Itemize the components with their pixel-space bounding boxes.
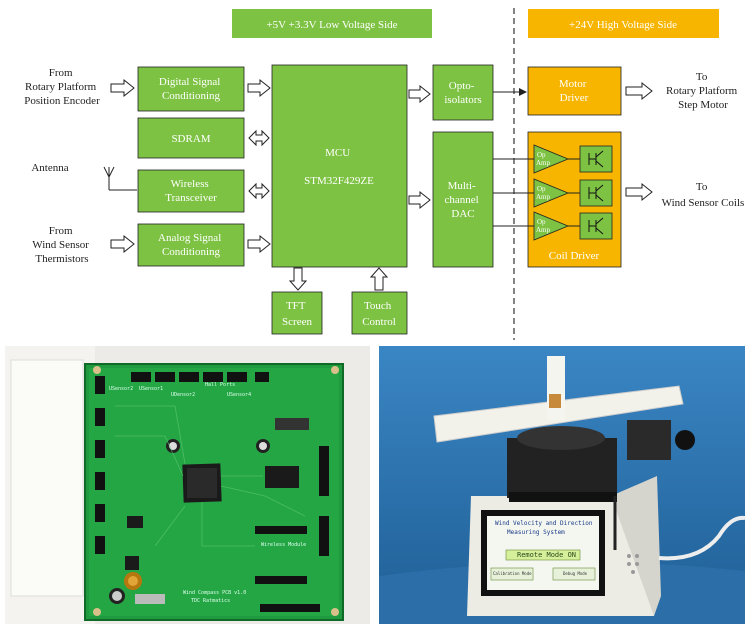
- lcd-title-line-1: Wind Velocity and Direction: [495, 520, 593, 527]
- coil-output-label: To Wind Sensor Coils: [662, 181, 745, 209]
- transistor-icon: [588, 184, 604, 202]
- coil-driver-label: Coil Driver: [549, 250, 600, 262]
- dac-block: [432, 131, 494, 268]
- opamp-icon: [533, 144, 570, 174]
- device-photo: Wind Velocity and Direction Measuring Sy…: [379, 346, 745, 624]
- wireless-label: Wireless Transceiver: [165, 178, 217, 204]
- motor-driver-block: [527, 66, 622, 116]
- silkscreen-text: USensor1: [139, 386, 164, 392]
- mcu-block: [271, 64, 408, 268]
- lcd-debug-button: Debug Mode: [563, 571, 588, 576]
- dac-label: Multi- channel DAC: [445, 180, 482, 220]
- touch-label: Touch Control: [362, 300, 396, 328]
- touch-block: [351, 291, 408, 335]
- optoisolator-label: Opto- isolators: [444, 80, 481, 106]
- pcb-board-photo: USensor2 USensor1 Hall Ports UDensor2 US…: [5, 346, 370, 624]
- analog-signal-block: [137, 223, 245, 267]
- low-voltage-banner: [232, 9, 432, 38]
- silkscreen-text: TDC Ratmatics: [191, 598, 231, 604]
- digital-signal-label: Digital Signal Conditioning: [159, 76, 223, 102]
- lcd-title-line-2: Measuring System: [507, 529, 565, 536]
- wireless-block: [137, 169, 245, 213]
- mcu-to-opto-arrow: [408, 84, 431, 104]
- transistor-icon: [588, 217, 604, 235]
- silkscreen-text: UDensor2: [171, 392, 196, 398]
- mcu-label: MCU STM32F429ZE: [304, 147, 374, 187]
- digital-to-mcu-arrow: [247, 78, 271, 98]
- wireless-mcu-arrow: [248, 182, 270, 200]
- step-motor-output-label: To Rotary Platform Step Motor: [666, 71, 740, 111]
- mcu-to-dac-arrow: [408, 190, 431, 210]
- high-voltage-banner: [528, 9, 719, 38]
- silkscreen-text: USensor2: [109, 386, 134, 392]
- coil-output-arrow: [625, 182, 653, 202]
- antenna-icon: [103, 166, 137, 191]
- low-voltage-label: +5V +3.3V Low Voltage Side: [266, 19, 397, 31]
- opamp-icon: [533, 178, 570, 208]
- sdram-mcu-arrow: [248, 129, 270, 147]
- lcd-calibration-button: Calibration Mode: [493, 571, 532, 576]
- mcu-to-tft-arrow: [288, 267, 308, 291]
- tft-block: [271, 291, 323, 335]
- digital-signal-block: [137, 66, 245, 112]
- analog-signal-label: Analog Signal Conditioning: [158, 232, 224, 258]
- sdram-label: SDRAM: [171, 133, 210, 145]
- encoder-input-arrow: [110, 78, 135, 98]
- system-block-diagram: +5V +3.3V Low Voltage Side +24V High Vol…: [24, 8, 745, 340]
- lcd-remote-mode-button: Remote Mode ON: [517, 551, 577, 559]
- high-voltage-label: +24V High Voltage Side: [569, 19, 677, 31]
- touch-to-mcu-arrow: [369, 267, 389, 291]
- thermistors-input-label: From Wind Sensor Thermistors: [32, 225, 91, 265]
- optoisolator-block: [432, 64, 494, 121]
- transistor-icon: [588, 150, 604, 168]
- encoder-input-label: From Rotary Platform Position Encoder: [24, 67, 100, 107]
- tft-label: TFT Screen: [282, 300, 312, 328]
- thermistor-input-arrow: [110, 234, 135, 254]
- silkscreen-text: Hall Ports: [205, 382, 236, 388]
- silkscreen-text: USensor4: [227, 392, 252, 398]
- analog-to-mcu-arrow: [247, 234, 271, 254]
- opamp-icon: [533, 211, 570, 241]
- silkscreen-text: Wind Compass PCB v1.0: [183, 590, 247, 596]
- sdram-block: [137, 117, 245, 159]
- silkscreen-text: Wireless Module: [261, 542, 307, 548]
- motor-output-arrow: [625, 81, 653, 101]
- antenna-label: Antenna: [31, 162, 68, 174]
- motor-driver-label: Motor Driver: [559, 78, 589, 104]
